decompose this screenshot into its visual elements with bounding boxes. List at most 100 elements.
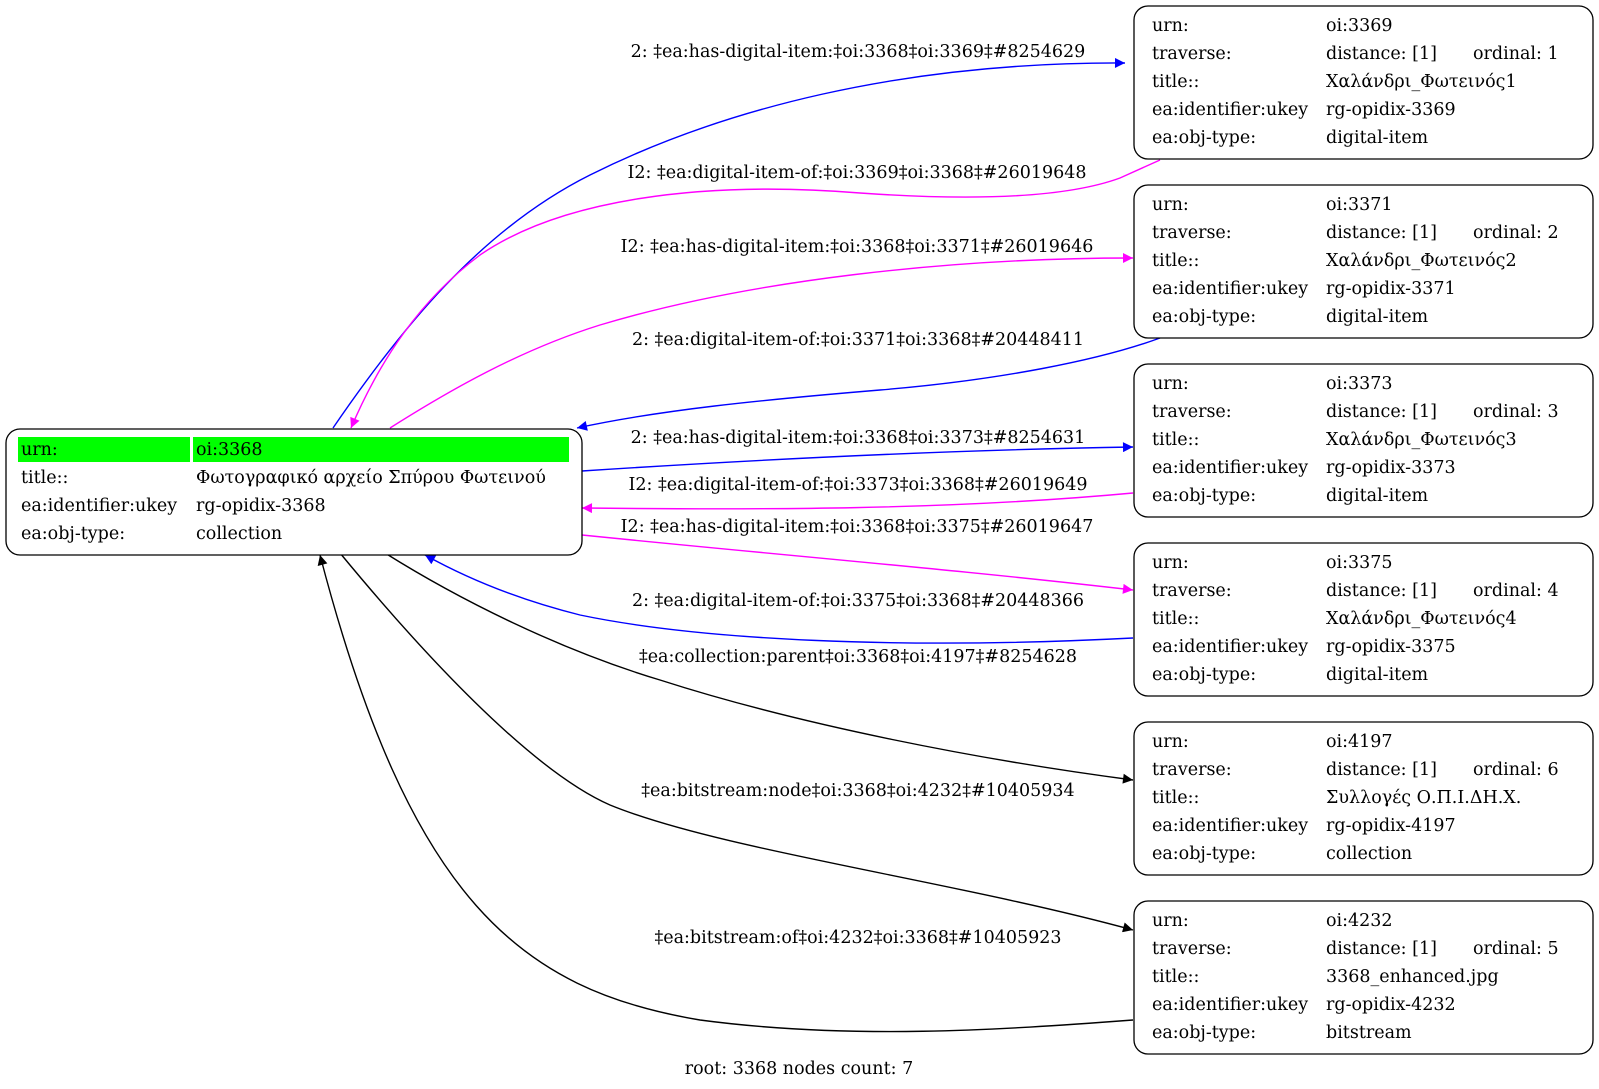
node-ordinal-value: ordinal: 1 xyxy=(1473,44,1559,64)
node-box[interactable] xyxy=(1133,542,1594,697)
edge-label: ‡ea:bitstream:of‡oi:4232‡oi:3368‡#104059… xyxy=(654,928,1061,948)
node-urn-value: oi:4232 xyxy=(1326,911,1393,931)
node-ukey-key: ea:identifier:ukey xyxy=(1152,995,1308,1015)
node-ukey-value: rg-opidix-3373 xyxy=(1326,458,1456,478)
edge-has-digital-item-3371[interactable] xyxy=(389,253,1134,429)
node-title-key: title:: xyxy=(1152,430,1199,450)
edge-label: ‡ea:collection:parent‡oi:3368‡oi:4197‡#8… xyxy=(639,647,1077,667)
edge-digital-item-of-3369[interactable] xyxy=(350,159,1161,429)
edge-bitstream-of-4232[interactable] xyxy=(317,554,1134,1033)
node-type-key: ea:obj-type: xyxy=(1152,844,1256,864)
node-traverse-key: traverse: xyxy=(1152,44,1232,64)
edge-label: ‡ea:bitstream:node‡oi:3368‡oi:4232‡#1040… xyxy=(641,781,1074,801)
edge-label: 2: ‡ea:digital-item-of:‡oi:3375‡oi:3368‡… xyxy=(632,591,1084,611)
node-type-key: ea:obj-type: xyxy=(1152,486,1256,506)
node-traverse-value: distance: [1] xyxy=(1326,581,1437,601)
node-title-value: Χαλάνδρι_Φωτεινός3 xyxy=(1326,430,1517,450)
edge-has-digital-item-3373[interactable] xyxy=(581,442,1134,472)
node-ordinal-value: ordinal: 6 xyxy=(1473,760,1559,780)
root-ukey-key: ea:identifier:ukey xyxy=(21,496,177,516)
node-urn-key: urn: xyxy=(1152,732,1189,752)
node-type-key: ea:obj-type: xyxy=(1152,128,1256,148)
node-urn-value: oi:3369 xyxy=(1326,16,1393,36)
node-traverse-key: traverse: xyxy=(1152,760,1232,780)
root-type-key: ea:obj-type: xyxy=(21,524,125,544)
node-ukey-value: rg-opidix-3371 xyxy=(1326,279,1456,299)
node-type-value: collection xyxy=(1326,844,1412,864)
node-urn-key: urn: xyxy=(1152,911,1189,931)
node-title-value: Χαλάνδρι_Φωτεινός4 xyxy=(1326,609,1517,629)
node-ordinal-value: ordinal: 4 xyxy=(1473,581,1559,601)
node-urn-key: urn: xyxy=(1152,553,1189,573)
node-title-key: title:: xyxy=(1152,72,1199,92)
node-ukey-value: rg-opidix-3369 xyxy=(1326,100,1456,120)
node-ordinal-value: ordinal: 5 xyxy=(1473,939,1559,959)
node-title-value: Χαλάνδρι_Φωτεινός1 xyxy=(1326,72,1517,92)
root-urn-value-highlight xyxy=(193,437,569,462)
edge-collection-parent-4197[interactable] xyxy=(384,552,1134,784)
node-type-key: ea:obj-type: xyxy=(1152,307,1256,327)
node-title-key: title:: xyxy=(1152,788,1199,808)
root-type-value: collection xyxy=(196,524,282,544)
node-ordinal-value: ordinal: 3 xyxy=(1473,402,1559,422)
node-ukey-key: ea:identifier:ukey xyxy=(1152,279,1308,299)
node-title-value: 3368_enhanced.jpg xyxy=(1326,967,1499,987)
node-traverse-key: traverse: xyxy=(1152,402,1232,422)
node-box[interactable] xyxy=(1133,900,1594,1055)
node-type-value: bitstream xyxy=(1326,1023,1412,1043)
child-nodes: urn: oi:3369 traverse: distance: [1] ordinal… xyxy=(1133,5,1594,1055)
node-box[interactable] xyxy=(1133,5,1594,160)
node-ukey-value: rg-opidix-4197 xyxy=(1326,816,1456,836)
node-urn-value: oi:3375 xyxy=(1326,553,1393,573)
node-type-key: ea:obj-type: xyxy=(1152,665,1256,685)
node-box[interactable] xyxy=(1133,184,1594,339)
node-title-value: Συλλογές Ο.Π.Ι.ΔΗ.Χ. xyxy=(1326,788,1521,808)
root-urn-key-highlight xyxy=(18,437,190,462)
node-ukey-key: ea:identifier:ukey xyxy=(1152,637,1308,657)
edge-label: 2: ‡ea:digital-item-of:‡oi:3371‡oi:3368‡… xyxy=(632,330,1084,350)
node-box[interactable] xyxy=(1133,363,1594,518)
node-oi-3369[interactable]: urn: oi:3369 traverse: distance: [1] ordinal… xyxy=(1133,5,1594,160)
node-type-value: digital-item xyxy=(1326,128,1429,148)
node-oi-4197[interactable]: urn: oi:4197 traverse: distance: [1] ordinal… xyxy=(1133,721,1594,876)
node-ukey-value: rg-opidix-3375 xyxy=(1326,637,1456,657)
node-traverse-value: distance: [1] xyxy=(1326,402,1437,422)
root-node[interactable]: urn: oi:3368 title:: Φωτογραφικό αρχείο … xyxy=(5,428,583,556)
edge-digital-item-of-3375[interactable] xyxy=(424,554,1134,644)
node-box[interactable] xyxy=(1133,721,1594,876)
edge-bitstream-node-4232[interactable] xyxy=(339,552,1134,933)
node-ordinal-value: ordinal: 2 xyxy=(1473,223,1559,243)
edge-label: 2: ‡ea:has-digital-item:‡oi:3368‡oi:3373… xyxy=(631,428,1086,448)
edge-label: I2: ‡ea:digital-item-of:‡oi:3369‡oi:3368… xyxy=(627,163,1086,183)
node-traverse-value: distance: [1] xyxy=(1326,760,1437,780)
node-ukey-key: ea:identifier:ukey xyxy=(1152,458,1308,478)
root-ukey-value: rg-opidix-3368 xyxy=(196,496,326,516)
node-urn-key: urn: xyxy=(1152,374,1189,394)
node-traverse-value: distance: [1] xyxy=(1326,223,1437,243)
root-urn-value: oi:3368 xyxy=(196,440,263,460)
node-traverse-key: traverse: xyxy=(1152,223,1232,243)
node-type-value: digital-item xyxy=(1326,486,1429,506)
edge-digital-item-of-3371[interactable] xyxy=(576,337,1161,431)
node-ukey-key: ea:identifier:ukey xyxy=(1152,816,1308,836)
edge-label: I2: ‡ea:digital-item-of:‡oi:3373‡oi:3368… xyxy=(628,475,1087,495)
edge-digital-item-of-3373[interactable] xyxy=(581,492,1134,514)
node-urn-key: urn: xyxy=(1152,16,1189,36)
node-traverse-value: distance: [1] xyxy=(1326,44,1437,64)
root-title-key: title:: xyxy=(21,468,68,488)
edge-has-digital-item-3375[interactable] xyxy=(581,534,1134,594)
node-urn-key: urn: xyxy=(1152,195,1189,215)
root-title-value: Φωτογραφικό αρχείο Σπύρου Φωτεινού xyxy=(196,468,546,488)
edge-labels: 2: ‡ea:has-digital-item:‡oi:3368‡oi:3369… xyxy=(621,42,1094,948)
edge-label: I2: ‡ea:has-digital-item:‡oi:3368‡oi:337… xyxy=(621,517,1094,537)
node-type-value: digital-item xyxy=(1326,307,1429,327)
node-type-value: digital-item xyxy=(1326,665,1429,685)
node-traverse-key: traverse: xyxy=(1152,939,1232,959)
graph-footer: root: 3368 nodes count: 7 xyxy=(685,1059,913,1079)
node-urn-value: oi:4197 xyxy=(1326,732,1393,752)
